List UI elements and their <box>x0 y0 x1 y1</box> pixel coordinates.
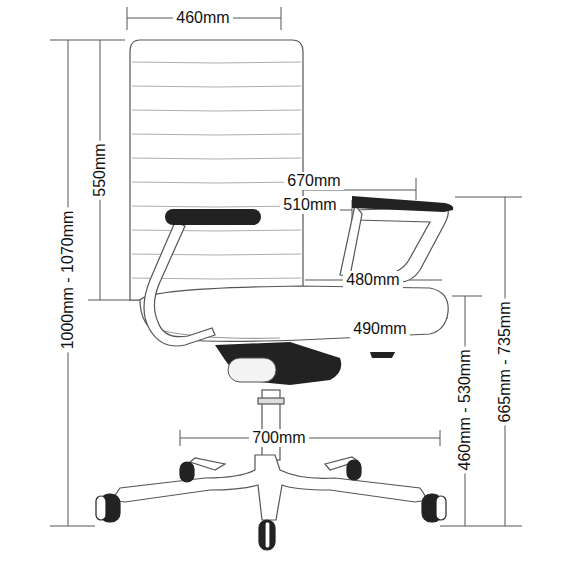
dimension-label: 480mm <box>343 271 402 289</box>
dimension-label: 460mm - 530mm <box>456 347 474 474</box>
chair-outline <box>112 40 448 520</box>
dimension-label: 665mm - 735mm <box>496 299 514 426</box>
dimension-label: 510mm <box>280 196 339 214</box>
dimension-label: 670mm <box>284 172 343 190</box>
dimension-lines <box>50 7 522 526</box>
mechanism <box>215 342 395 385</box>
casters <box>96 460 446 550</box>
dimension-label: 1000mm - 1070mm <box>59 208 77 353</box>
dimension-label: 700mm <box>249 429 308 447</box>
armrest-pads <box>165 196 453 225</box>
dimension-label: 490mm <box>350 320 409 338</box>
dimension-label: 460mm <box>173 9 232 27</box>
dimension-label: 550mm <box>91 140 109 199</box>
